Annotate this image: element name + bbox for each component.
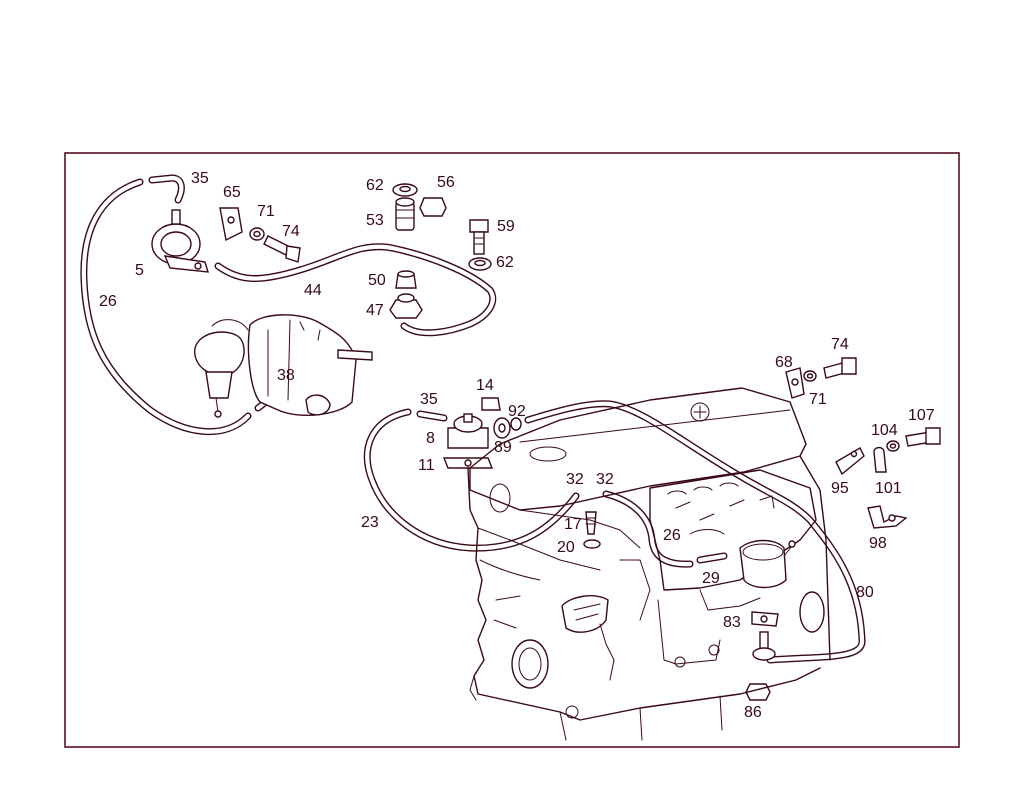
callout-26b: 26	[663, 527, 681, 544]
callout-101: 101	[875, 480, 902, 497]
callout-68: 68	[775, 354, 793, 371]
callout-95: 95	[831, 480, 849, 497]
hose-23	[363, 408, 580, 552]
bracket-68	[785, 367, 805, 399]
callout-38: 38	[277, 367, 295, 384]
hose-26-mid	[602, 490, 694, 568]
callout-56: 56	[437, 174, 455, 191]
callout-35b: 35	[420, 391, 438, 408]
callout-74a: 74	[282, 223, 300, 240]
callout-50: 50	[368, 272, 386, 289]
gasket-11	[442, 457, 494, 469]
washer-71-top	[249, 227, 265, 241]
callout-44: 44	[304, 282, 322, 299]
callout-29: 29	[702, 570, 720, 587]
fitting-89	[493, 417, 511, 439]
cap-50	[395, 270, 417, 289]
callout-80: 80	[856, 584, 874, 601]
callout-59: 59	[497, 218, 515, 235]
callout-8: 8	[426, 430, 435, 447]
callout-47: 47	[366, 302, 384, 319]
nozzle-17	[585, 511, 597, 535]
bracket-65	[219, 207, 243, 242]
callout-71a: 71	[257, 203, 275, 220]
callout-74b: 74	[831, 336, 849, 353]
callout-104: 104	[871, 422, 898, 439]
diagram-frame	[64, 152, 960, 748]
callout-89: 89	[494, 439, 512, 456]
hose-29	[696, 552, 728, 564]
hose-35-mid	[416, 410, 448, 422]
callout-17: 17	[564, 516, 582, 533]
pump-assembly	[194, 314, 373, 418]
hose-26-left	[80, 178, 252, 436]
callout-20: 20	[557, 539, 575, 556]
callout-62a: 62	[366, 177, 384, 194]
bracket-83	[751, 611, 779, 627]
washer-62-top	[392, 183, 418, 197]
valve-5	[151, 209, 209, 273]
callout-71b: 71	[809, 391, 827, 408]
bolt-107	[905, 427, 941, 447]
callout-92: 92	[508, 403, 526, 420]
callout-32b: 32	[596, 471, 614, 488]
valve-8	[447, 413, 489, 449]
clip-101	[873, 446, 887, 473]
banjo-bolt-59	[469, 219, 489, 255]
bracket-95	[835, 447, 865, 476]
nut-56	[419, 197, 447, 217]
bolt-74-right	[823, 357, 857, 379]
callout-5: 5	[135, 262, 144, 279]
hose-80	[524, 400, 866, 664]
callout-32a: 32	[566, 471, 584, 488]
clamp-98	[867, 505, 908, 529]
washer-20	[583, 539, 601, 549]
callout-26a: 26	[99, 293, 117, 310]
washer-104	[886, 440, 900, 452]
washer-92	[510, 417, 522, 431]
callout-83: 83	[723, 614, 741, 631]
stud-86-assembly	[745, 631, 776, 701]
hose-44	[214, 243, 497, 337]
nut-47	[389, 293, 423, 319]
nut-14	[481, 397, 501, 411]
callout-86: 86	[744, 704, 762, 721]
callout-53: 53	[366, 212, 384, 229]
engine-block	[467, 387, 831, 741]
bolt-74-top	[263, 235, 301, 263]
callout-62b: 62	[496, 254, 514, 271]
washer-71-right	[803, 370, 817, 382]
callout-23: 23	[361, 514, 379, 531]
callout-14: 14	[476, 377, 494, 394]
callout-107: 107	[908, 407, 935, 424]
fitting-53	[395, 197, 415, 231]
callout-11: 11	[418, 457, 435, 474]
washer-62-right	[468, 257, 492, 271]
callout-98: 98	[869, 535, 887, 552]
hose-35-top	[148, 174, 185, 204]
callout-35a: 35	[191, 170, 209, 187]
callout-65: 65	[223, 184, 241, 201]
